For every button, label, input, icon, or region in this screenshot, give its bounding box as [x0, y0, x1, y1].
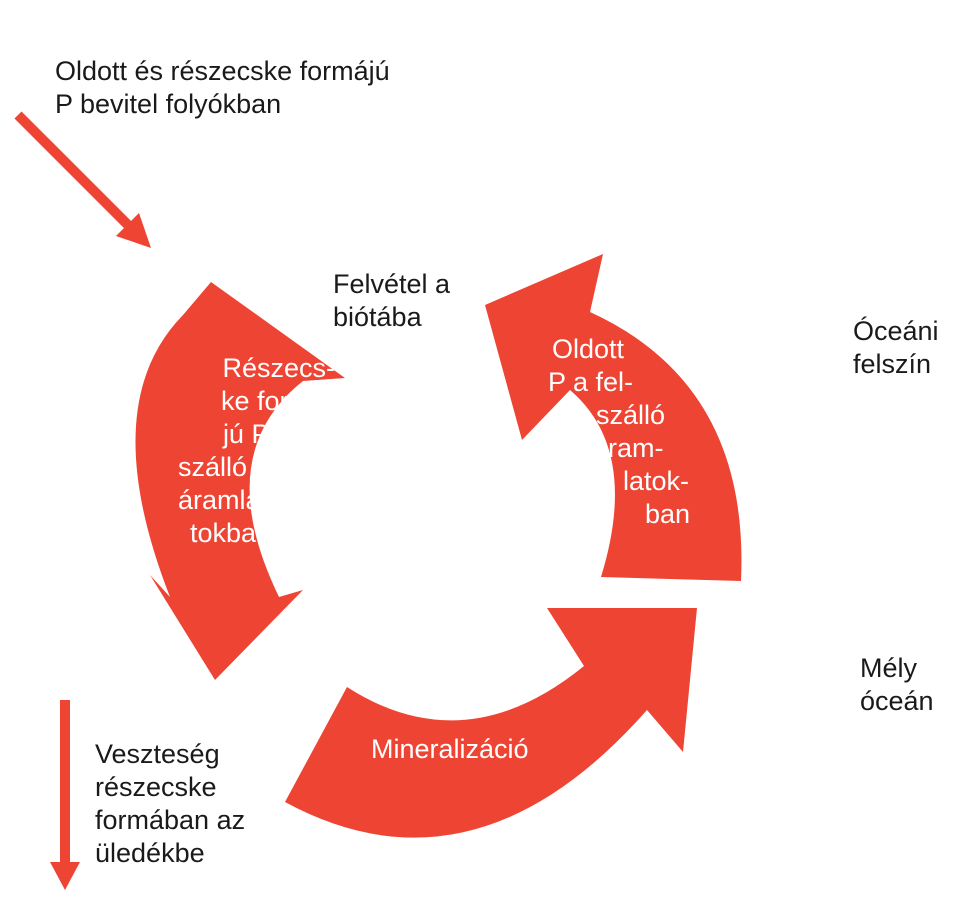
deep-ocean-label: Mély óceán [860, 653, 934, 716]
loss-label: Veszteség részecske formában az üledékbe [95, 739, 246, 868]
bottom-arc-arrow [285, 608, 697, 838]
ocean-surface-label: Óceáni felszín [853, 316, 939, 379]
input-label: Oldott és részecske formájú P bevitel fo… [55, 56, 390, 119]
mineralization-label: Mineralizáció [371, 734, 529, 764]
left-arc-arrow [135, 282, 345, 680]
loss-arrow [50, 700, 80, 890]
uptake-label: Felvétel a biótába [333, 269, 451, 332]
right-arc-arrow [485, 254, 742, 581]
input-arrow [14, 111, 151, 248]
dissolved-up-label: Oldott P a fel- szálló áram- latok- ban [548, 334, 691, 529]
particulate-down-label: Részecs- ke formá- jú P a le- szálló ára… [178, 353, 335, 548]
